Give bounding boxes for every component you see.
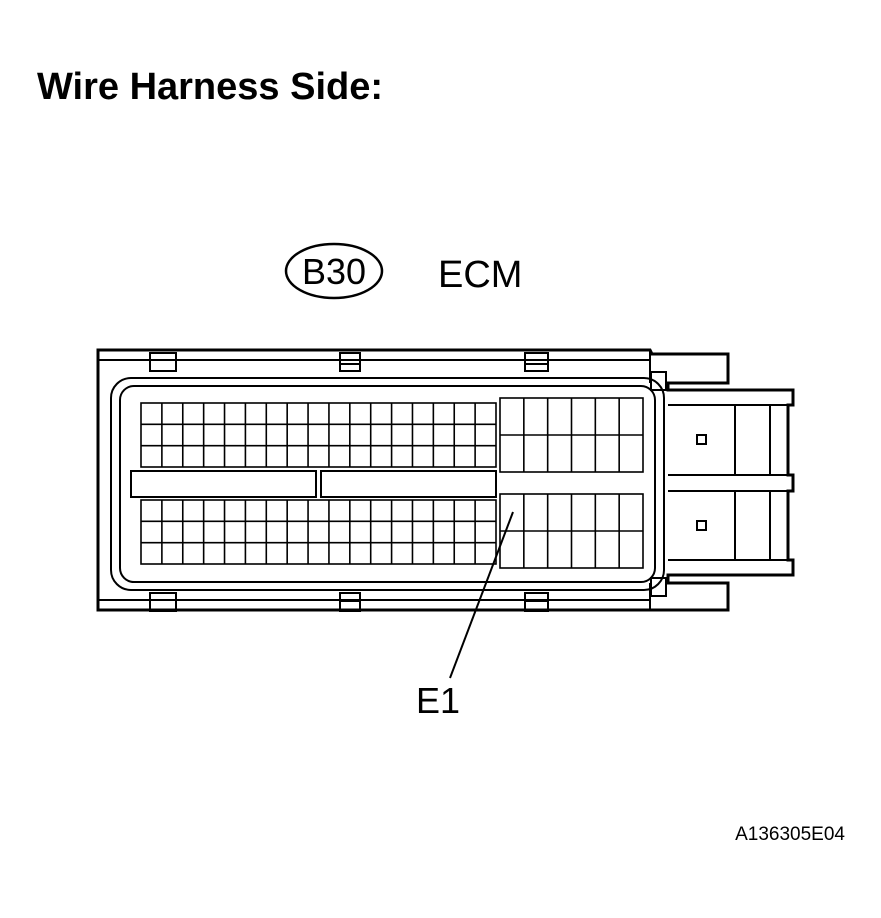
pin-grid-upper-right	[499, 397, 644, 473]
connector-name: ECM	[438, 254, 522, 296]
pin-grid-lower-right	[499, 493, 644, 569]
connector-body	[96, 348, 795, 612]
pin-grid-lower-left	[140, 499, 497, 565]
connector-code: B30	[302, 251, 366, 292]
pin-grid-upper-left	[140, 402, 497, 468]
connector-code-badge	[284, 242, 384, 300]
figure-id: A136305E04	[735, 824, 845, 845]
pin-grids	[140, 397, 644, 569]
e1-leader-line	[449, 511, 514, 679]
pin-label-e1: E1	[416, 680, 460, 721]
page-title: Wire Harness Side:	[37, 66, 384, 108]
